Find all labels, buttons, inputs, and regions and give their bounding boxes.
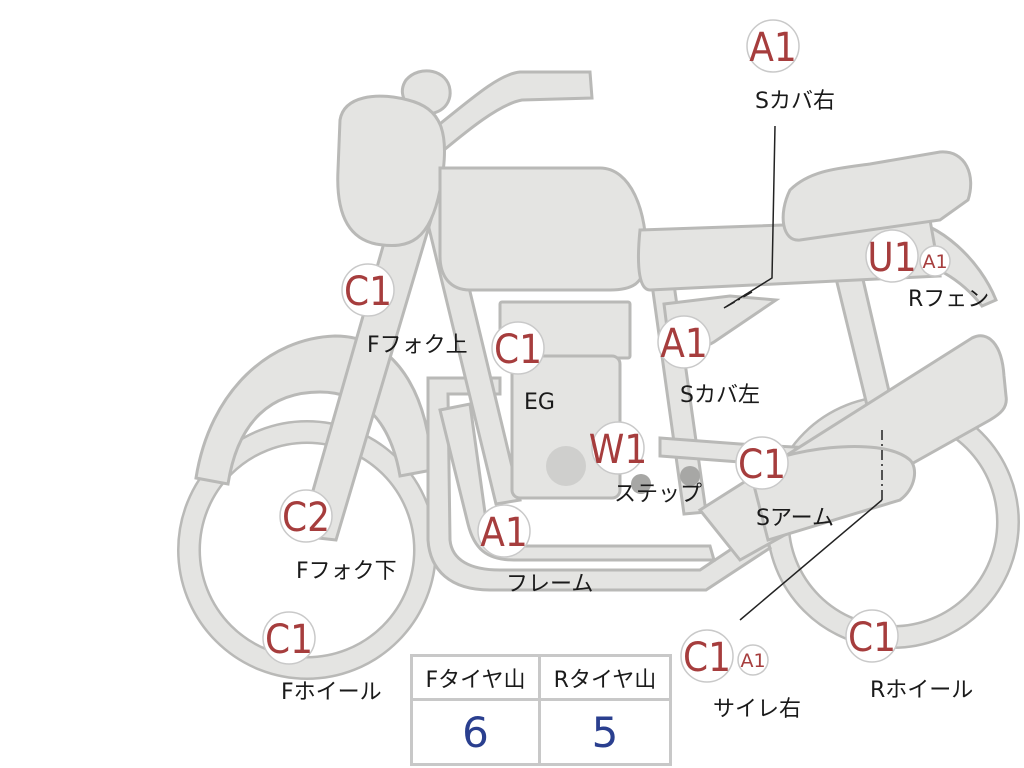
marker-c2-front-fork-lower: C2 Fフォク下 bbox=[279, 489, 397, 584]
marker-u1-rear-fender: U1 A1 Rフェン bbox=[865, 229, 989, 312]
marker-c1-engine: C1 EG bbox=[491, 321, 555, 415]
label: Fフォク下 bbox=[296, 559, 397, 584]
front-fender bbox=[194, 334, 434, 486]
marker-c1-front-wheel: C1 Fホイール bbox=[262, 611, 382, 705]
marker-a1-frame: A1 フレーム bbox=[477, 504, 593, 597]
code: C1 bbox=[265, 617, 313, 663]
label: Rフェン bbox=[908, 287, 989, 312]
code: C1 bbox=[344, 269, 392, 315]
label: Sアーム bbox=[756, 506, 834, 531]
marker-c1-rear-wheel: C1 Rホイール bbox=[845, 609, 973, 703]
marker-w1-step: W1 ステップ bbox=[589, 421, 702, 507]
label: Sカバ右 bbox=[755, 89, 835, 114]
fuel-tank bbox=[438, 166, 648, 292]
code: A1 bbox=[660, 321, 708, 367]
rear-tire-value: 5 bbox=[591, 707, 619, 757]
tire-tread-table: Fタイヤ山 Rタイヤ山 6 5 bbox=[410, 654, 672, 766]
code: A1 bbox=[749, 25, 797, 71]
seat bbox=[781, 150, 973, 242]
extra-code: A1 bbox=[740, 650, 765, 672]
code: C2 bbox=[282, 495, 330, 541]
label: EG bbox=[524, 390, 555, 415]
code: A1 bbox=[480, 510, 528, 556]
seat-base bbox=[636, 218, 942, 292]
marker-c1-muffler-right: C1 A1 サイレ右 bbox=[680, 629, 801, 722]
code: W1 bbox=[589, 427, 647, 473]
extra-code: A1 bbox=[922, 251, 947, 273]
front-tire-value: 6 bbox=[413, 701, 541, 763]
marker-c1-swing-arm: C1 Sアーム bbox=[735, 436, 834, 531]
marker-a1-side-cover-left: A1 Sカバ左 bbox=[657, 315, 760, 408]
label: Fフォク上 bbox=[367, 333, 468, 358]
label: ステップ bbox=[614, 482, 702, 507]
code: C1 bbox=[494, 327, 542, 373]
code: C1 bbox=[683, 635, 731, 681]
label: Sカバ左 bbox=[680, 383, 760, 408]
label: サイレ右 bbox=[713, 697, 801, 722]
front-tire-header: Fタイヤ山 bbox=[413, 657, 541, 701]
code: U1 bbox=[867, 235, 916, 281]
label: Fホイール bbox=[281, 680, 382, 705]
label: フレーム bbox=[506, 572, 593, 597]
footpegs bbox=[631, 466, 700, 494]
leader-lines bbox=[723, 125, 883, 621]
front-wheel bbox=[177, 420, 437, 680]
marker-c1-front-fork-upper: C1 Fフォク上 bbox=[341, 263, 468, 358]
headlight bbox=[336, 94, 447, 248]
code: C1 bbox=[738, 442, 786, 488]
rear-tire-header: Rタイヤ山 bbox=[541, 657, 669, 701]
code: C1 bbox=[848, 615, 896, 661]
label: Rホイール bbox=[870, 678, 973, 703]
marker-a1-side-cover-right: A1 Sカバ右 bbox=[746, 19, 835, 114]
